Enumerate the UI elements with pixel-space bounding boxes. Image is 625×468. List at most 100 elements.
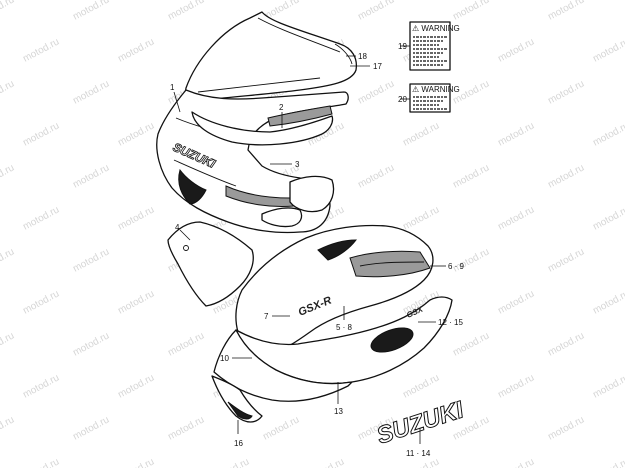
svg-text:SUZUKI: SUZUKI: [374, 396, 469, 450]
callout-18: 18: [358, 52, 367, 61]
watermark-text: motod.ru: [116, 36, 156, 64]
callout-6-9: 6 · 9: [448, 262, 465, 271]
mount-bracket: [261, 207, 303, 228]
callout-12-15: 12 · 15: [438, 318, 463, 327]
callout-11-14: 11 · 14: [406, 449, 431, 458]
callout-5-8: 5 · 8: [336, 323, 353, 332]
svg-text:⚠ WARNING: ⚠ WARNING: [412, 24, 460, 33]
watermark-text: motod.ru: [166, 414, 206, 442]
watermark-text: motod.ru: [0, 162, 16, 190]
under-cowling-vent: [370, 327, 414, 353]
inner-panel: [289, 175, 335, 213]
watermark-text: motod.ru: [496, 372, 536, 400]
warning-label-19: ⚠ WARNING: [409, 21, 460, 71]
watermark-text: motod.ru: [451, 330, 491, 358]
watermark-text: motod.ru: [401, 204, 441, 232]
lower-bracket-pad: [227, 401, 253, 420]
watermark-text: motod.ru: [356, 162, 396, 190]
watermark-text: motod.ru: [546, 0, 586, 23]
watermark-text: motod.ru: [71, 414, 111, 442]
watermark-text: motod.ru: [356, 0, 396, 23]
watermark-text: motod.ru: [71, 246, 111, 274]
watermark-text: motod.ru: [21, 456, 61, 468]
watermark-text: motod.ru: [0, 78, 16, 106]
nose-accent: [178, 168, 207, 205]
watermark-text: motod.ru: [71, 330, 111, 358]
callout-19: 19: [398, 42, 407, 51]
watermark-text: motod.ru: [261, 414, 301, 442]
watermark-text: motod.ru: [591, 372, 625, 400]
watermark-text: motod.ru: [591, 288, 625, 316]
watermark-text: motod.ru: [0, 330, 16, 358]
callout-1: 1: [170, 83, 175, 92]
callouts: 1 2 3 4 5 · 8 6 · 9 7 10 11 · 14 12 · 15…: [170, 42, 465, 458]
watermark-text: motod.ru: [546, 246, 586, 274]
watermark-text: motod.ru: [496, 456, 536, 468]
watermark-text: motod.ru: [71, 162, 111, 190]
callout-10: 10: [220, 354, 229, 363]
watermark-text: motod.ru: [71, 0, 111, 23]
windscreen-edge: [257, 17, 341, 53]
watermark-text: motod.ru: [591, 204, 625, 232]
watermark-text: motod.ru: [546, 414, 586, 442]
watermark-text: motod.ru: [546, 162, 586, 190]
watermark-text: motod.ru: [356, 78, 396, 106]
watermark-text: motod.ru: [116, 288, 156, 316]
callout-13: 13: [334, 407, 343, 416]
watermark-text: motod.ru: [211, 456, 251, 468]
watermark-text: motod.ru: [116, 204, 156, 232]
watermark-text: motod.ru: [401, 120, 441, 148]
warning-label-20: ⚠ WARNING: [409, 83, 460, 113]
svg-text:⚠ WARNING: ⚠ WARNING: [412, 85, 460, 94]
watermark-text: motod.ru: [401, 372, 441, 400]
watermark-text: motod.ru: [546, 78, 586, 106]
callout-3: 3: [295, 160, 300, 169]
watermark-text: motod.ru: [116, 372, 156, 400]
under-cowling-lower: [213, 329, 353, 402]
watermark-text: motod.ru: [71, 78, 111, 106]
watermark-text: motod.ru: [496, 288, 536, 316]
watermark-text: motod.ru: [306, 456, 346, 468]
watermark-text: motod.ru: [451, 0, 491, 23]
watermark-text: motod.ru: [496, 204, 536, 232]
callout-7: 7: [264, 312, 269, 321]
watermark-text: motod.ru: [21, 372, 61, 400]
watermark-text: motod.ru: [546, 330, 586, 358]
lower-bracket: [211, 375, 263, 423]
callout-17: 17: [373, 62, 382, 71]
watermark-text: motod.ru: [166, 0, 206, 23]
lower-suzuki-emblem: SUZUKI: [373, 396, 469, 451]
watermark-text: motod.ru: [116, 456, 156, 468]
callout-2: 2: [279, 103, 284, 112]
decal-6-9-stripe: [359, 261, 425, 267]
side-cowling-vent: [317, 239, 358, 261]
watermark-text: motod.ru: [116, 120, 156, 148]
watermark-text: motod.ru: [496, 36, 536, 64]
leader-lines: [173, 45, 446, 444]
watermark-text: motod.ru: [21, 204, 61, 232]
watermark-text: motod.ru: [591, 36, 625, 64]
windscreen-inner: [197, 77, 321, 93]
decal-6-9: [349, 250, 431, 278]
watermark-text: motod.ru: [21, 36, 61, 64]
callout-20: 20: [398, 95, 407, 104]
watermark-text: motod.ru: [591, 456, 625, 468]
watermark-text: motod.ru: [21, 120, 61, 148]
watermark-text: motod.ru: [451, 162, 491, 190]
watermark-text: motod.ru: [496, 120, 536, 148]
windscreen-strip-18: [334, 43, 353, 65]
headlight-opening: [191, 111, 334, 146]
bolt-hole: [183, 245, 189, 251]
callout-16: 16: [234, 439, 243, 448]
watermark-text: motod.ru: [0, 0, 16, 23]
watermark-text: motod.ru: [21, 288, 61, 316]
watermark-text: motod.ru: [401, 456, 441, 468]
cowl-vent-line: [173, 159, 237, 187]
inner-cover: [167, 221, 254, 307]
windscreen: [185, 11, 358, 101]
callout-4: 4: [175, 223, 180, 232]
watermark-text: motod.ru: [166, 330, 206, 358]
watermark-text: motod.ru: [0, 246, 16, 274]
